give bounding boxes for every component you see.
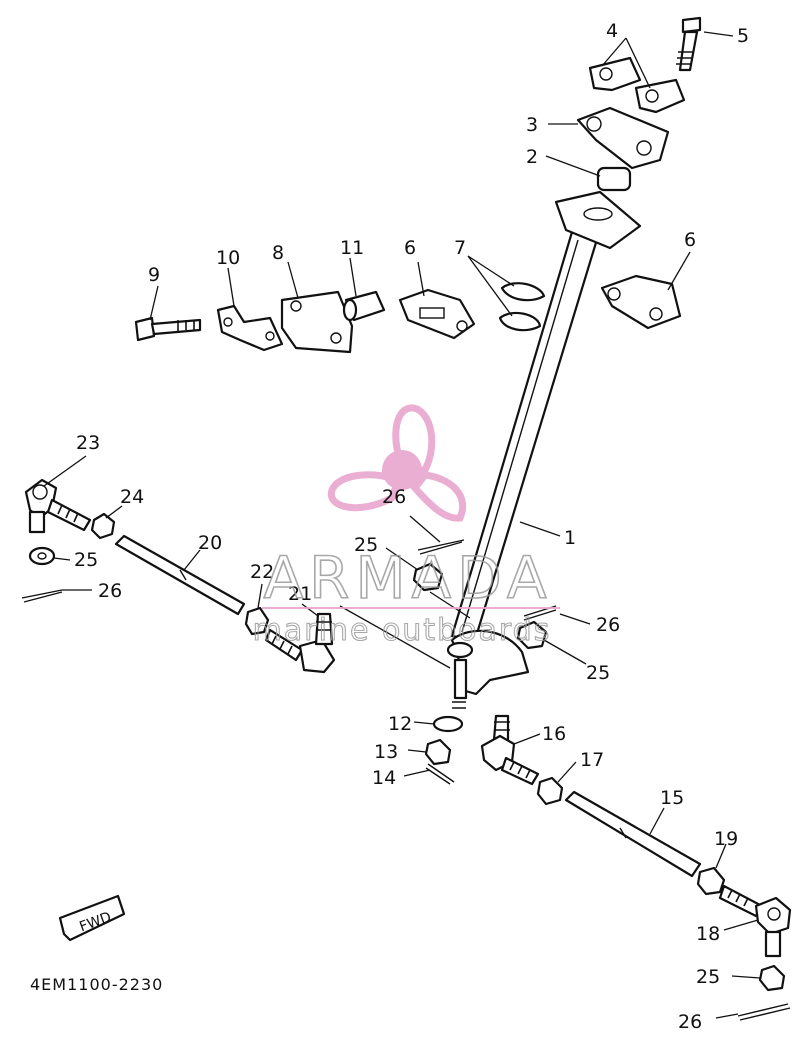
callout-26-right: 26 bbox=[678, 1011, 702, 1033]
cotter-pin-14 bbox=[425, 763, 455, 785]
bolt-5 bbox=[676, 16, 702, 72]
callout-25-upper: 25 bbox=[354, 534, 378, 556]
watermark-tagline: marine outboards bbox=[253, 613, 552, 648]
callout-24: 24 bbox=[120, 486, 144, 508]
fwd-arrow-marker: FWD bbox=[58, 894, 126, 942]
callout-26-upper: 26 bbox=[382, 486, 406, 508]
rod-end-18 bbox=[718, 884, 792, 958]
callout-23: 23 bbox=[76, 432, 100, 454]
callout-3: 3 bbox=[526, 114, 538, 136]
tie-rod-20 bbox=[114, 534, 246, 616]
washer-25-left bbox=[28, 546, 56, 566]
bushing-2 bbox=[596, 166, 632, 192]
callout-2: 2 bbox=[526, 146, 538, 168]
callout-15: 15 bbox=[660, 787, 684, 809]
callout-26-left: 26 bbox=[98, 580, 122, 602]
nut-25-upper bbox=[412, 562, 444, 592]
nut-24 bbox=[90, 512, 116, 540]
column-holder-6-right bbox=[600, 274, 682, 330]
nut-17 bbox=[536, 776, 564, 806]
nut-25-right bbox=[758, 964, 786, 992]
part-callouts: 1 2 3 4 5 6 6 7 8 9 10 11 12 13 14 15 16… bbox=[74, 20, 749, 1033]
clips-7 bbox=[498, 282, 546, 332]
tie-rod-15 bbox=[564, 790, 702, 878]
callout-11: 11 bbox=[340, 237, 364, 259]
callout-4: 4 bbox=[606, 20, 618, 42]
bolt-9 bbox=[134, 316, 202, 342]
nut-13 bbox=[424, 738, 452, 766]
cotter-pin-26-upper bbox=[417, 539, 465, 555]
callout-21: 21 bbox=[288, 583, 312, 605]
callout-25-center: 25 bbox=[586, 662, 610, 684]
leader-lines bbox=[43, 31, 761, 1019]
column-holder-6-left bbox=[398, 288, 476, 340]
callout-25-left: 25 bbox=[74, 549, 98, 571]
nut-22 bbox=[244, 606, 270, 636]
callout-25-right: 25 bbox=[696, 966, 720, 988]
callout-14: 14 bbox=[372, 767, 396, 789]
nut-19 bbox=[696, 866, 726, 896]
callout-17: 17 bbox=[580, 749, 604, 771]
callout-18: 18 bbox=[696, 923, 720, 945]
handle-holder-3 bbox=[576, 106, 670, 170]
armada-propeller-logo bbox=[327, 404, 466, 522]
nut-25-center bbox=[516, 620, 548, 650]
callout-1: 1 bbox=[564, 527, 576, 549]
callout-6-left: 6 bbox=[404, 237, 416, 259]
lock-plate-10 bbox=[216, 304, 284, 352]
callout-20: 20 bbox=[198, 532, 222, 554]
collar-11 bbox=[342, 290, 386, 322]
callout-10: 10 bbox=[216, 247, 240, 269]
callout-13: 13 bbox=[374, 741, 398, 763]
callout-12: 12 bbox=[388, 713, 412, 735]
callout-8: 8 bbox=[272, 242, 284, 264]
rod-end-16 bbox=[480, 714, 540, 786]
upper-clamps-4 bbox=[588, 56, 686, 114]
callout-22: 22 bbox=[250, 561, 274, 583]
plate-8 bbox=[280, 290, 354, 354]
cotter-pin-26-left bbox=[21, 589, 63, 603]
callout-7: 7 bbox=[454, 237, 466, 259]
watermark-brand: ARMADA bbox=[263, 544, 552, 612]
callout-6-right: 6 bbox=[684, 229, 696, 251]
callout-16: 16 bbox=[542, 723, 566, 745]
callout-26-center: 26 bbox=[596, 614, 620, 636]
armada-watermark-text: ARMADA marine outboards bbox=[252, 543, 560, 649]
steering-column bbox=[446, 190, 642, 709]
callout-5: 5 bbox=[737, 25, 749, 47]
drawing-code: 4EM1100-2230 bbox=[30, 975, 163, 994]
cotter-pin-26-right bbox=[737, 1003, 791, 1021]
washer-12 bbox=[432, 715, 464, 733]
callout-9: 9 bbox=[148, 264, 160, 286]
rod-end-23 bbox=[24, 478, 92, 534]
rod-end-21 bbox=[264, 612, 336, 674]
callout-19: 19 bbox=[714, 828, 738, 850]
